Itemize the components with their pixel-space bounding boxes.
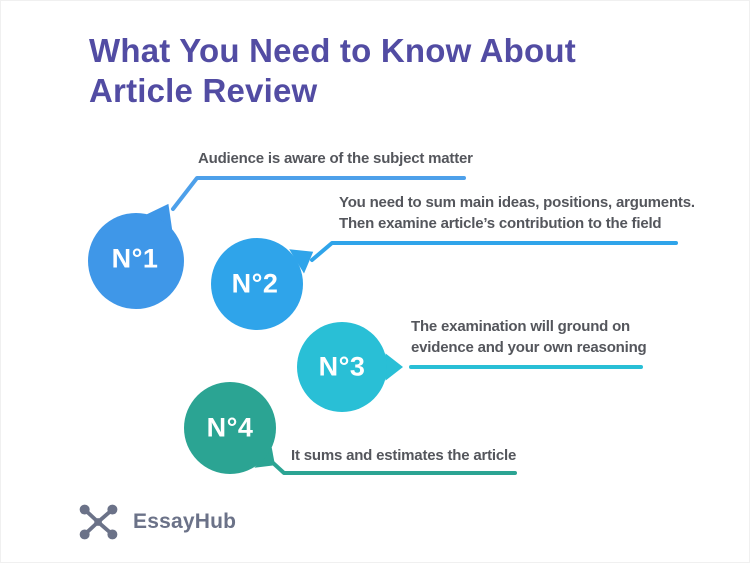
step-4-connector-line [270,460,517,475]
step-1-connector-line [171,176,466,211]
step-2-description: You need to sum main ideas, positions, a… [339,194,695,232]
step-1-bubble [88,213,184,309]
step-2-bubble-tail [289,249,314,274]
step-4-bubble [184,382,276,474]
step-3-bubble-tail [385,353,403,381]
step-3-badge: N°3 [318,351,366,382]
step-1-bubble-tail [147,204,172,229]
brand-name: EssayHub [133,510,237,533]
step-2-connector-line [310,241,678,262]
step-2-badge: N°2 [231,268,279,299]
page-title: What You Need to Know About Article Revi… [89,32,576,109]
step-3-description: The examination will ground on evidence … [411,318,647,356]
step-3-bubble [297,322,387,412]
step-4-description: It sums and estimates the article [291,447,517,464]
step-4-badge: N°4 [206,412,254,443]
step-1-description: Audience is aware of the subject matter [198,150,473,167]
step-1-badge: N°1 [111,243,159,274]
essayhub-logo-icon [79,504,118,540]
step-2-bubble [211,238,303,330]
brand-logo: EssayHub [77,502,236,542]
